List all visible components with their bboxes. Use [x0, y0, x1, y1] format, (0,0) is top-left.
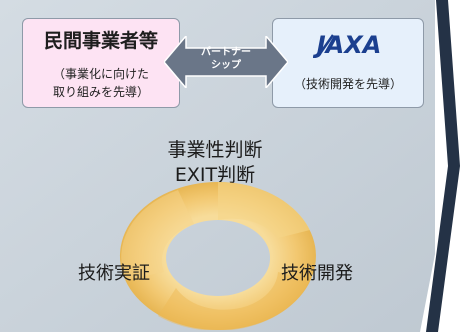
double-arrow-icon — [164, 36, 288, 88]
jaxa-subtitle: （技術開発を先導） — [293, 77, 402, 91]
partnership-label-line2: シップ — [211, 60, 241, 71]
jaxa-logo-swoosh — [317, 34, 335, 56]
private-sector-subtitle-line2: 取り組みを先導） — [52, 85, 149, 99]
jaxa-logo-text: JAXA — [313, 31, 381, 59]
partnership-arrow-shape — [164, 36, 288, 88]
ring-segment-left — [121, 190, 194, 280]
jaxa-box: JAXA （技術開発を先導） — [272, 18, 424, 108]
tech-demo-label: 技術実証 — [78, 263, 150, 284]
cycle-top-label: 事業性判断 EXIT判断 — [130, 138, 300, 188]
cycle-ring — [119, 181, 316, 330]
ring-segment-top-right — [218, 181, 310, 238]
tech-dev-label: 技術開発 — [281, 263, 353, 284]
business-judgment-label: 事業性判断 — [167, 139, 263, 161]
private-sector-subtitle: （事業化に向けた 取り組みを先導） — [23, 65, 179, 101]
partnership-label: パートナー シップ — [190, 46, 262, 72]
private-sector-subtitle-line1: （事業化に向けた — [52, 67, 149, 81]
jaxa-logo-icon: JAXA — [313, 31, 381, 59]
private-sector-title: 民間事業者等 — [43, 30, 158, 52]
partnership-label-line1: パートナー — [201, 47, 251, 58]
chevron-right-icon — [426, 0, 460, 332]
private-sector-box: 民間事業者等 （事業化に向けた 取り組みを先導） — [22, 18, 180, 108]
exit-judgment-label: EXIT判断 — [174, 164, 256, 186]
ring-segment-bottom — [158, 272, 310, 330]
